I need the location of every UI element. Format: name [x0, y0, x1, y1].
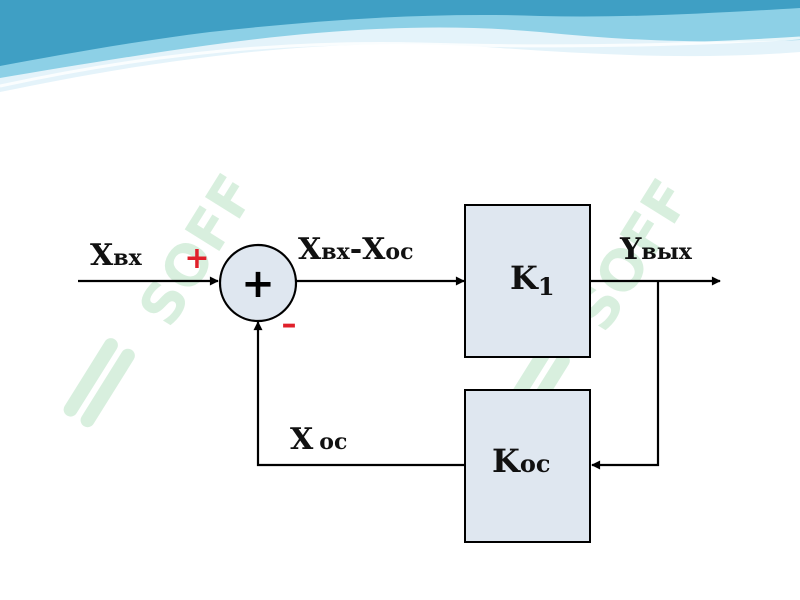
forward-block [464, 204, 591, 358]
error-label-main1: X [298, 232, 322, 267]
feedback-block-label-main: K [492, 442, 521, 480]
header-wave-dark [0, 0, 800, 66]
feedback-path-arrow [591, 281, 660, 470]
feedback-signal-label-sub: ос [319, 429, 347, 455]
error-label-sub2: ос [385, 239, 413, 265]
summing-junction [218, 243, 298, 323]
forward-block-label-sub: 1 [538, 272, 555, 301]
summing-junction-symbol: + [241, 261, 275, 307]
header-wave-highlight [0, 36, 800, 88]
output-label-sub: вых [641, 239, 692, 265]
error-label-dash: - [350, 232, 362, 267]
watermark-logo-icon [63, 338, 135, 428]
output-label-main: Y [619, 232, 642, 267]
error-label: Xвх-Xос [298, 232, 414, 267]
header-wave [0, 0, 800, 92]
minus-sign: – [282, 307, 297, 342]
input-label: Xвх [90, 238, 143, 273]
output-label: Yвых [619, 232, 693, 267]
feedback-signal-label-main: X [290, 422, 314, 457]
feedback-signal-arrow [253, 321, 465, 467]
feedback-block-label: Kос [492, 442, 550, 480]
forward-block-label-main: K [510, 259, 539, 297]
input-label-main: X [90, 238, 114, 273]
input-label-sub: вх [113, 245, 142, 271]
plus-sign: + [184, 241, 209, 276]
error-label-sub1: вх [321, 239, 350, 265]
forward-block-label: K1 [510, 259, 555, 301]
error-label-main2: X [362, 232, 386, 267]
feedback-block-label-sub: ос [520, 449, 551, 478]
